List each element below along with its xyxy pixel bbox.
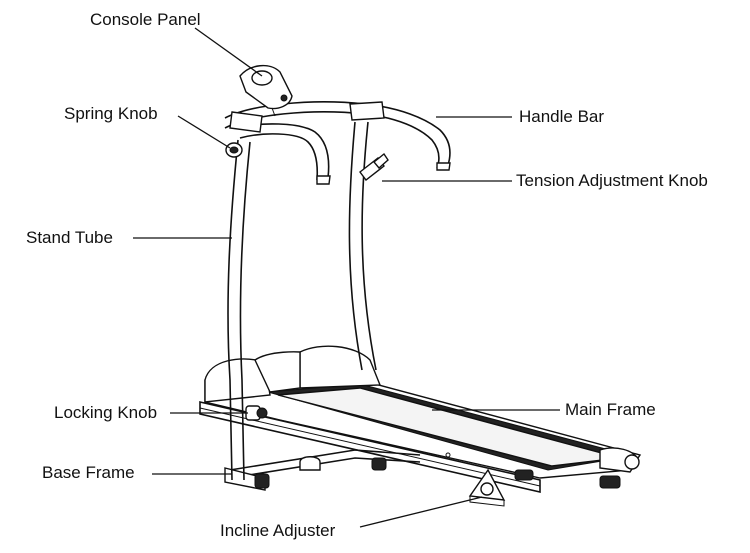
stand-tube-shape — [227, 121, 377, 481]
stand-tube-label: Stand Tube — [26, 228, 113, 247]
leader-lines — [133, 27, 560, 528]
console-panel-shape — [239, 65, 293, 117]
locking-knob-shape — [245, 405, 268, 421]
incline-adjuster-label: Incline Adjuster — [220, 521, 336, 540]
spring-knob-shape — [225, 142, 243, 158]
incline-adjuster-shape — [468, 468, 506, 507]
leader-incline-adjuster — [359, 496, 483, 528]
main-frame-label: Main Frame — [565, 400, 656, 419]
handle-bar-shape — [224, 101, 451, 185]
leader-spring-knob — [177, 115, 231, 149]
console-panel-label: Console Panel — [90, 10, 201, 29]
tension-knob-shape — [359, 152, 389, 181]
tension-adjustment-knob-label: Tension Adjustment Knob — [516, 171, 708, 190]
base-frame-label: Base Frame — [42, 463, 135, 482]
locking-knob-label: Locking Knob — [54, 403, 158, 422]
leader-console-panel — [194, 27, 263, 77]
base-frame-shape — [224, 449, 421, 491]
handle-bar-label: Handle Bar — [519, 107, 605, 126]
spring-knob-label: Spring Knob — [64, 104, 158, 123]
